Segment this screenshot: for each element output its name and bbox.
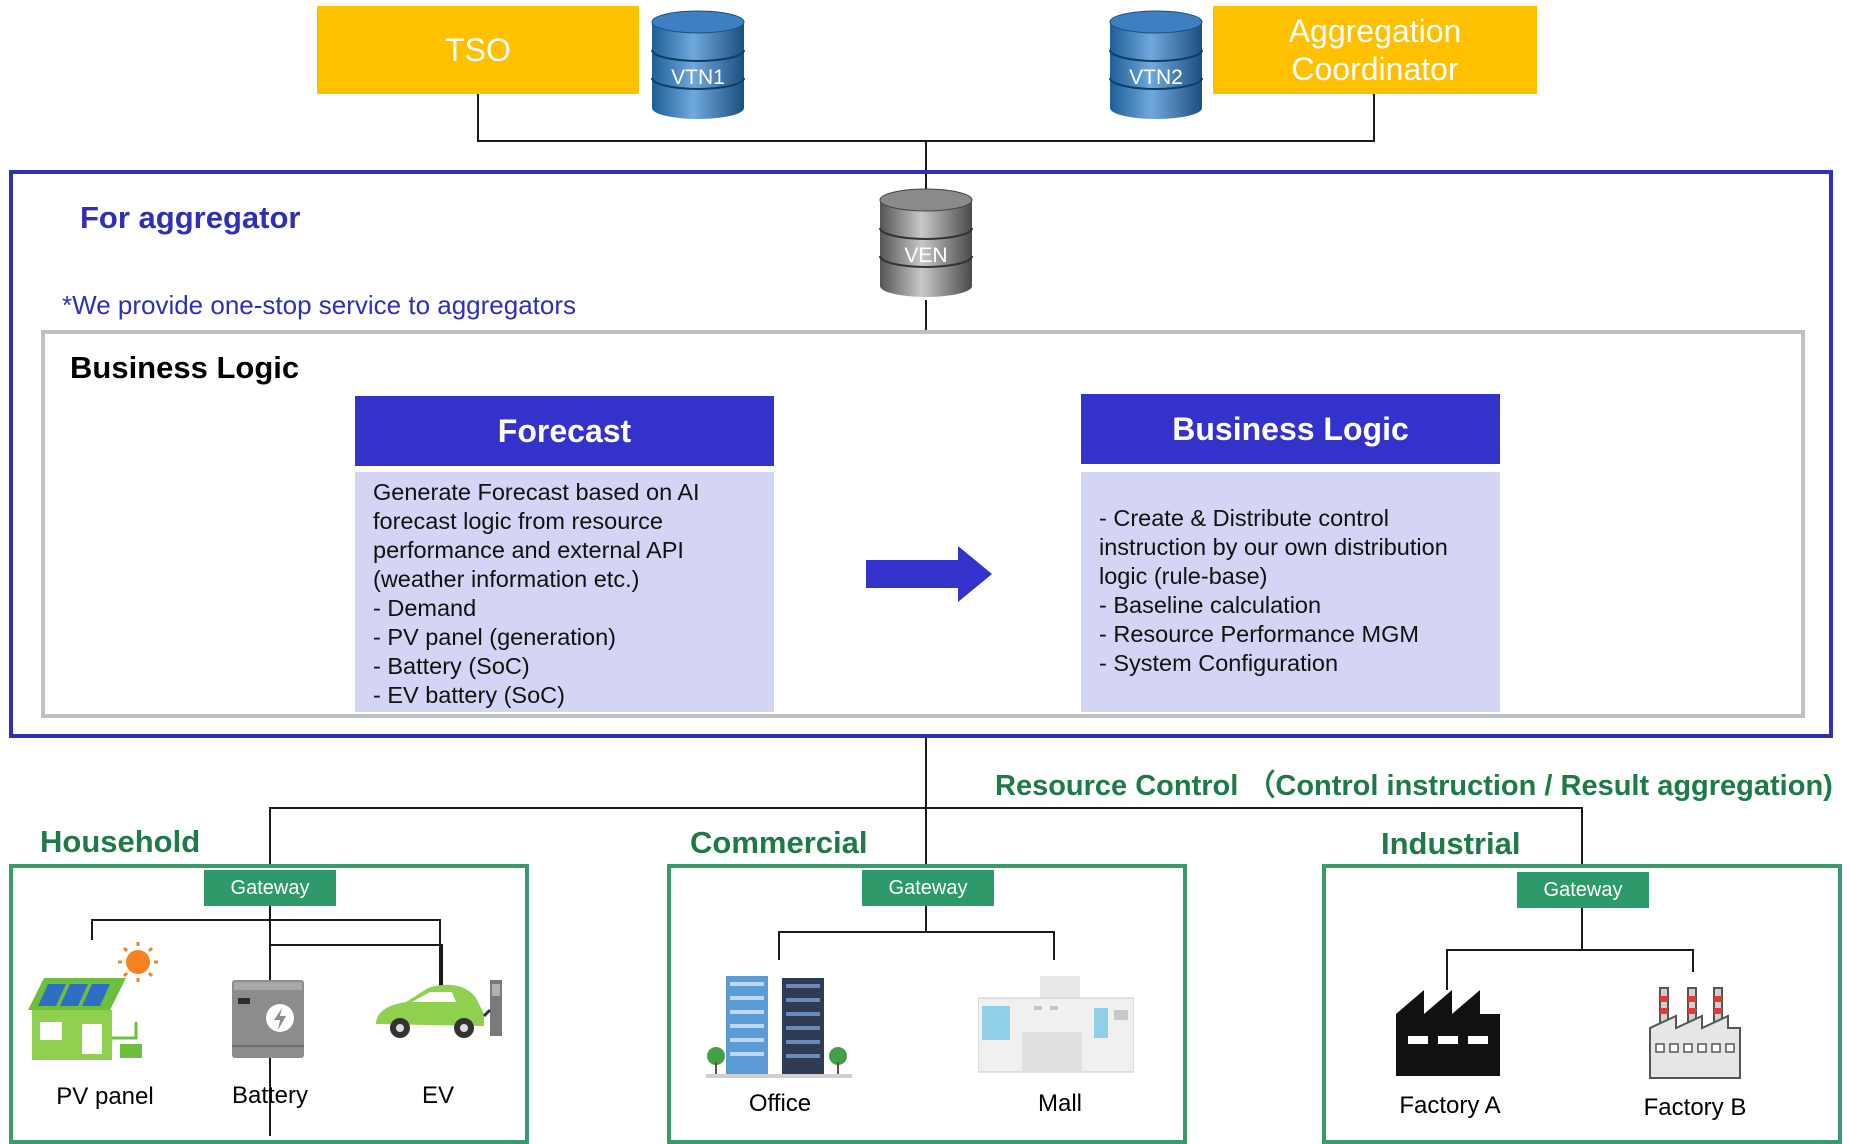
industrial-title: Industrial [1381,826,1521,861]
vtn1-label: VTN1 [671,66,725,89]
vtn1-database-icon: VTN1 [648,8,748,122]
business-logic-title: Business Logic [1172,410,1409,447]
office-label: Office [748,1090,812,1117]
tso-label: TSO [445,32,511,68]
pv-panel-label: PV panel [56,1083,154,1110]
forecast-title: Forecast [497,412,632,449]
tso-box: TSO [317,6,639,94]
office-building-icon [706,976,852,1078]
aggregator-note: *We provide one-stop service to aggregat… [62,290,577,320]
coordinator-label-line1: Aggregation [1288,13,1462,49]
mall-label: Mall [1037,1090,1082,1117]
gateway-label: Gateway [888,876,968,899]
business-logic-line: - Create & Distribute control [1099,505,1389,531]
factory-b-label: Factory B [1643,1094,1747,1121]
factory-a-icon [1396,990,1500,1076]
business-logic-section-title: Business Logic [70,350,300,385]
business-logic-frame [41,330,1805,718]
business-logic-line: - System Configuration [1099,650,1339,676]
battery-icon [232,980,304,1058]
ven-label: VEN [904,244,948,267]
flow-arrow-icon [866,546,992,602]
business-logic-line: instruction by our own distribution [1099,534,1448,560]
industrial-gateway: Gateway [1517,872,1649,908]
gateway-label: Gateway [230,876,310,899]
business-logic-line: - Baseline calculation [1099,592,1322,618]
coordinator-label-line2: Coordinator [1291,51,1459,87]
ev-car-icon [376,980,502,1038]
factory-b-icon [1649,987,1741,1079]
battery-label: Battery [231,1082,309,1109]
commercial-gateway: Gateway [862,870,994,906]
household-title: Household [40,824,201,859]
factory-a-label: Factory A [1399,1092,1501,1119]
business-logic-body: - Create & Distribute control instructio… [1081,472,1500,712]
resource-control-label: Resource Control （Control instruction / … [995,770,1833,802]
ven-database-icon: VEN [876,186,976,300]
forecast-line: - EV battery (SoC) [373,682,565,708]
forecast-header: Forecast [355,396,774,466]
business-logic-header: Business Logic [1081,394,1500,464]
pv-panel-icon [28,942,158,1060]
forecast-line: Generate Forecast based on AI [373,479,700,505]
aggregator-frame [9,170,1833,738]
vtn2-database-icon: VTN2 [1106,8,1206,122]
forecast-line: (weather information etc.) [373,566,640,592]
forecast-body: Generate Forecast based on AI forecast l… [355,472,774,712]
business-logic-line: - Resource Performance MGM [1099,621,1419,647]
ev-label: EV [421,1082,454,1109]
forecast-line: performance and external API [373,537,684,563]
forecast-line: - Demand [373,595,477,621]
household-gateway: Gateway [204,870,336,906]
mall-building-icon [978,976,1134,1073]
business-logic-line: logic (rule-base) [1099,563,1268,589]
forecast-line: forecast logic from resource [373,508,663,534]
vtn2-label: VTN2 [1129,66,1183,89]
gateway-label: Gateway [1543,878,1623,901]
forecast-line: - PV panel (generation) [373,624,616,650]
aggregation-coordinator-box: Aggregation Coordinator [1213,6,1537,94]
forecast-line: - Battery (SoC) [373,653,530,679]
commercial-title: Commercial [690,825,868,860]
aggregator-title: For aggregator [80,200,301,235]
